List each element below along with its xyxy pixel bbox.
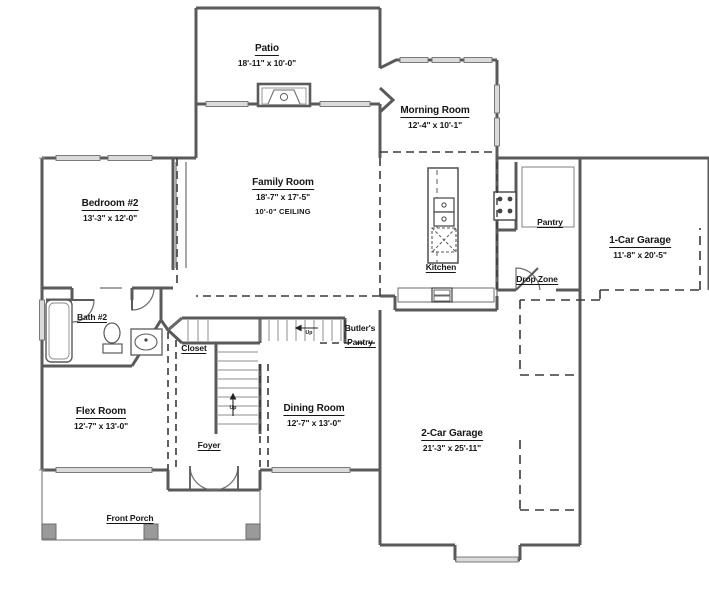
range-cooktop [493, 162, 517, 290]
room-label-kitchen: Kitchen [425, 257, 457, 276]
room-name-garage_2: 2-Car Garage [421, 428, 483, 441]
room-dimensions-bedroom_2: 13'-3" x 12'-0" [82, 212, 138, 223]
room-name-family_room: Family Room [252, 177, 314, 190]
room-name-butlers_pantry-line1: Butler's [344, 323, 376, 333]
room-name-bedroom_2: Bedroom #2 [81, 198, 139, 211]
room-dimensions-garage_1: 11'-8" x 20'-5" [613, 249, 667, 260]
kitchen-walls [380, 294, 499, 312]
vanity-sink [130, 328, 163, 356]
room-dimensions-morning_room: 12'-4" x 10'-1" [407, 119, 463, 130]
room-name-bath_2: Bath #2 [76, 312, 108, 324]
wall-oven [397, 287, 495, 303]
bathtub [45, 299, 73, 363]
detail-ticks [39, 157, 45, 471]
stair-up-upper: Up [305, 330, 313, 336]
room-name-dining_room: Dining Room [283, 403, 345, 416]
room-name-morning_room: Morning Room [400, 105, 470, 118]
room-name-pantry: Pantry [537, 217, 563, 229]
stair-run-upper [187, 320, 342, 341]
room-name-garage_1: 1-Car Garage [609, 235, 671, 248]
stair-arrow-upper [294, 324, 318, 332]
room-dimensions-dining_room: 12'-7" x 13'-0" [286, 417, 342, 428]
foyer-openings [167, 332, 269, 470]
room-label-bath_2: Bath #2 [76, 307, 108, 326]
room-name-foyer: Foyer [197, 440, 221, 452]
porch-column-right [245, 523, 261, 540]
room-dimensions-patio: 18'-11" x 10'-0" [237, 57, 297, 68]
room-dimensions-family_room: 18'-7" x 17'-5" [255, 191, 311, 202]
family-room-walls [194, 104, 382, 158]
patio-fireplace [256, 82, 312, 108]
room-name-drop_zone: Drop Zone [516, 274, 558, 286]
porch-columns [41, 523, 261, 540]
room-name-butlers_pantry-line2: Pantry [344, 337, 376, 348]
room-label-front_porch: Front Porch [106, 508, 154, 527]
room-label-drop_zone: Drop Zone [516, 269, 558, 288]
pantry-shelving [521, 166, 575, 228]
room-note-family_room: 10'-0" CEILING [255, 206, 311, 216]
windows [39, 57, 519, 563]
garage-dashed-outline [519, 228, 701, 511]
room-name-closet: Closet [181, 343, 207, 355]
room-name-flex_room: Flex Room [75, 406, 127, 419]
dashed-ceiling-lines [176, 151, 497, 297]
room-label-pantry: Pantry [537, 212, 563, 231]
stair-arrow-lower [229, 392, 237, 416]
room-dimensions-flex_room: 12'-7" x 13'-0" [73, 420, 129, 431]
room-dimensions-garage_2: 21'-3" x 25'-11" [422, 442, 482, 453]
room-name-kitchen: Kitchen [425, 262, 457, 274]
room-name-front_porch: Front Porch [106, 513, 154, 525]
room-name-patio: Patio [255, 43, 279, 56]
double-sink [433, 197, 455, 227]
porch-column-left [41, 523, 57, 540]
dishwasher [431, 227, 457, 253]
stair-run-lower [218, 351, 258, 425]
room-label-closet: Closet [181, 338, 207, 357]
stair-up-lower: Up [229, 405, 237, 411]
butlers-counter [320, 320, 380, 344]
room-label-foyer: Foyer [197, 435, 221, 454]
garage1-walls [578, 158, 709, 290]
toilet [102, 322, 123, 354]
